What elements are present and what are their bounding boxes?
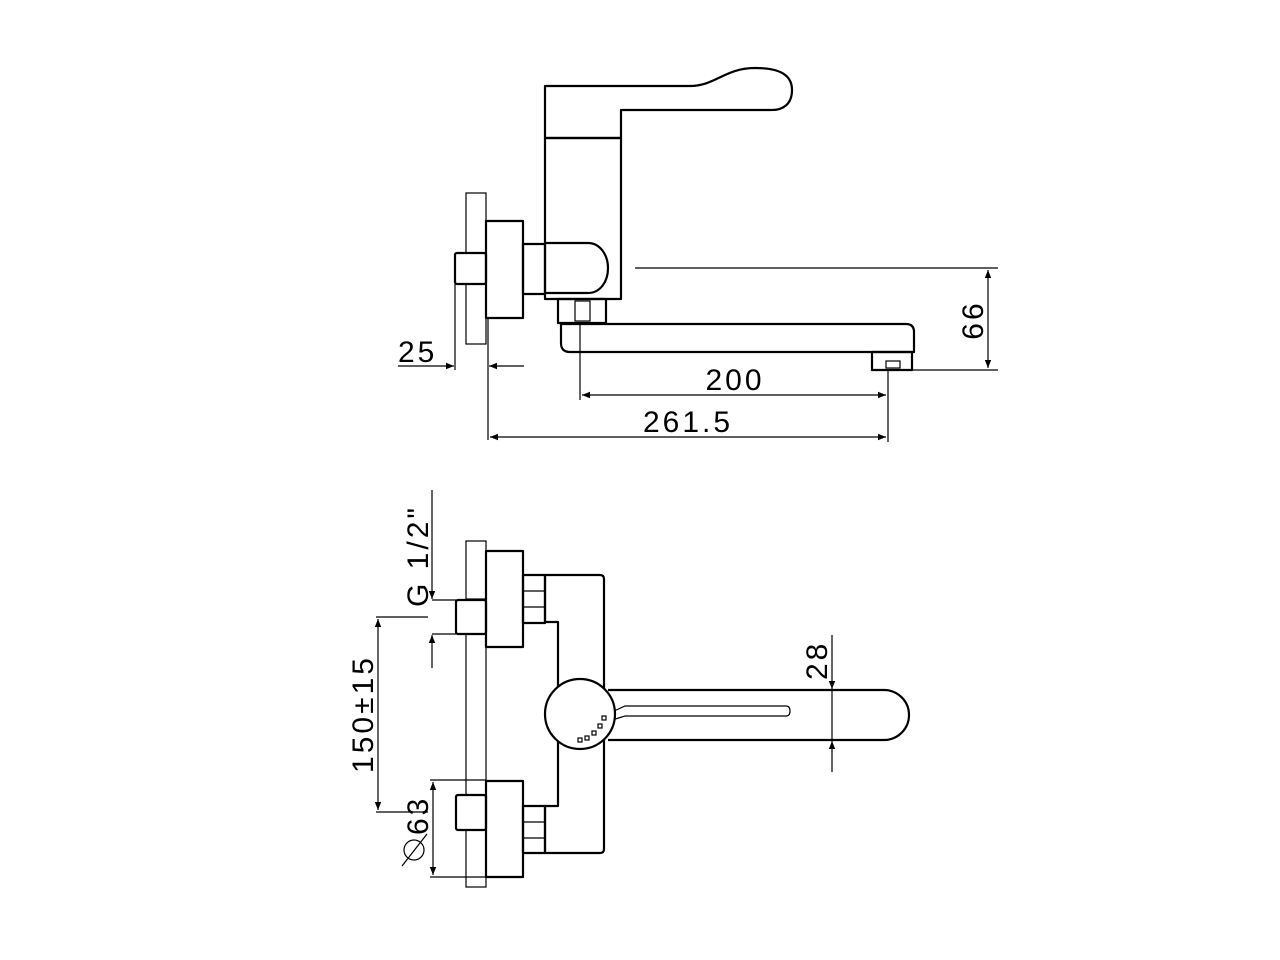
mixer-body [543, 573, 606, 855]
connector [521, 242, 547, 296]
upper-flange [484, 549, 525, 649]
swivel-nut [556, 297, 608, 325]
dimension-label: 150±15 [347, 655, 380, 773]
dimension-label: G 1/2" [402, 505, 435, 607]
dimension-flange-diameter: 63 [401, 779, 486, 878]
inlet-pipe-stub [453, 251, 488, 286]
upper-inlet-pipe [454, 598, 488, 636]
wall-section [465, 192, 487, 345]
control-knob [543, 677, 617, 751]
dimension-label: 25 [398, 336, 437, 369]
aerator [870, 350, 914, 372]
dimension-label: 261.5 [643, 406, 733, 439]
handle-lever [543, 66, 794, 140]
front-view: G 1/2" 150±15 63 28 [347, 490, 911, 888]
wall-flange [484, 219, 525, 320]
lever-handle [608, 688, 911, 742]
lever-slot [611, 705, 791, 721]
dimension-lever-width: 28 [801, 635, 836, 772]
lower-flange [484, 779, 525, 879]
dimension-spout-height: 66 [635, 267, 998, 371]
dimension-label: 200 [705, 364, 764, 397]
temperature-indicator-icon [577, 715, 607, 743]
dimension-total-projection: 261.5 [490, 406, 886, 441]
mixer-body [543, 136, 623, 301]
side-view: 66 25 200 261.5 [398, 66, 998, 442]
dimension-spout-reach: 200 [579, 325, 889, 442]
upper-connector [521, 573, 547, 625]
spout [559, 322, 916, 354]
dimension-label: 28 [801, 641, 834, 680]
wall-section [465, 540, 487, 888]
dimension-label: 63 [402, 796, 435, 835]
cartridge-cap [545, 241, 610, 295]
diameter-symbol-icon [401, 833, 428, 867]
dimension-inlet-spacing: 150±15 [347, 616, 428, 813]
dimension-wall-offset: 25 [398, 284, 524, 440]
lower-connector [521, 804, 547, 855]
dimension-inlet-thread: G 1/2" [402, 490, 456, 668]
dimension-label: 66 [957, 300, 990, 339]
lower-inlet-pipe [454, 793, 488, 832]
